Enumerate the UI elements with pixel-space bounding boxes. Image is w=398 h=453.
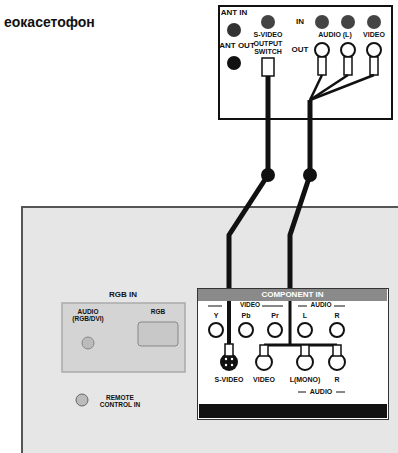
rgb-connector [138, 322, 178, 346]
rca-wires [310, 75, 374, 100]
tv-back-panel [22, 207, 398, 453]
jack-label: AUDIO (RGB/DVI) [66, 308, 110, 323]
vcr-panel [218, 5, 393, 120]
jack-label: AUDIO [310, 388, 333, 395]
rca-plugs [318, 57, 378, 75]
s-video-pins [225, 358, 233, 366]
av-wires [264, 300, 337, 345]
panel-bar [199, 404, 387, 418]
rgb-audio-jack [82, 337, 94, 349]
jack-label: OUTPUT SWITCH [249, 40, 287, 56]
in-jacks [315, 15, 381, 29]
cable [290, 120, 310, 288]
jack-label: VIDEO [253, 376, 275, 383]
s-video-plug-tv [225, 344, 233, 356]
s-video-cable [266, 76, 271, 120]
rgb-in-area [62, 303, 185, 372]
s-video-jack [261, 15, 275, 29]
jack-label: R [334, 312, 339, 319]
ant-in-jack [227, 23, 241, 37]
av-cable [308, 100, 313, 120]
jack-label: L [303, 312, 307, 319]
jack-label: VIDEO [240, 302, 260, 309]
jack-label: RGB IN [109, 291, 137, 299]
jack-label: Pb [242, 312, 251, 319]
jack-label: AUDIO (L) [318, 31, 351, 38]
ant-out-jack [227, 56, 241, 70]
s-video-wire [227, 300, 231, 346]
cable-bead [303, 168, 317, 182]
panel-heading: COMPONENT IN [198, 289, 387, 301]
jack-label: L(MONO) [290, 376, 321, 383]
jack-label: REMOTE CONTROL IN [98, 394, 142, 409]
jack-label: AUDIO [311, 302, 332, 309]
jack-label: VIDEO [363, 31, 385, 38]
jack-label: ANT OUT [219, 42, 255, 50]
cable [229, 120, 268, 288]
jack-label: S-VIDEO [254, 31, 283, 38]
jack-label: OUT [292, 46, 309, 54]
input-panel: COMPONENT IN [197, 288, 389, 420]
cable-bead [261, 168, 275, 182]
jack-label: RGB [151, 309, 165, 316]
s-video-plug [262, 58, 274, 76]
vcr-panel: еокасетофон [218, 5, 393, 120]
jack-label: Pr [271, 312, 278, 319]
input-panel [197, 288, 389, 420]
out-jacks [315, 43, 381, 57]
device-heading: еокасетофон [4, 15, 95, 29]
jack-label: R [334, 376, 339, 383]
jack-label: ANT IN [221, 9, 248, 17]
jack-label: Y [214, 312, 219, 319]
jack-label: S-VIDEO [215, 376, 244, 383]
remote-jack [76, 394, 88, 406]
jack-label: IN [296, 18, 304, 26]
av-plugs-tv [260, 345, 341, 356]
